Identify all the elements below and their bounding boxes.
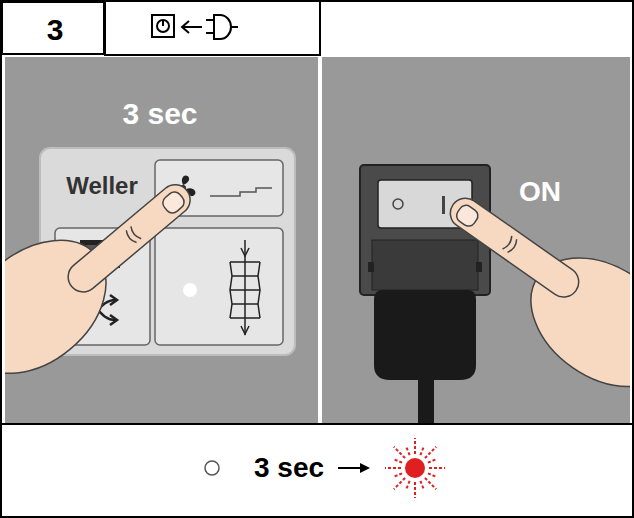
blink-ray [393, 459, 402, 463]
blink-ray [428, 473, 437, 477]
blink-ray [425, 478, 436, 489]
hand [5, 142, 217, 400]
blink-ray [428, 459, 437, 463]
control-panel-face: Weller [40, 148, 295, 355]
blink-ray [429, 467, 445, 469]
blink-ray [414, 482, 416, 498]
brand-name: Weller [66, 174, 138, 198]
switch-state: ON [519, 178, 561, 206]
hand [416, 168, 630, 414]
left-panel [5, 57, 318, 423]
led-on [405, 458, 425, 478]
step-number: 3 [47, 15, 64, 45]
blink-ray [414, 438, 416, 454]
step-number-cell: 3 [1, 1, 105, 55]
blink-ray [420, 481, 424, 490]
header-cell [105, 1, 320, 55]
power-plug-icon [152, 15, 238, 39]
duration-label: 3 sec [254, 454, 324, 482]
duration-label: 3 sec [122, 99, 197, 129]
led-off [205, 461, 219, 475]
blink-ray [425, 447, 436, 458]
blink-ray [394, 447, 405, 458]
blink-ray [394, 478, 405, 489]
blink-ray [393, 473, 402, 477]
blink-ray [406, 481, 410, 490]
arrow [338, 463, 370, 473]
blink-ray [420, 446, 424, 455]
blink-ray [385, 467, 401, 469]
led-blinking [385, 438, 445, 498]
blink-ray [406, 446, 410, 455]
